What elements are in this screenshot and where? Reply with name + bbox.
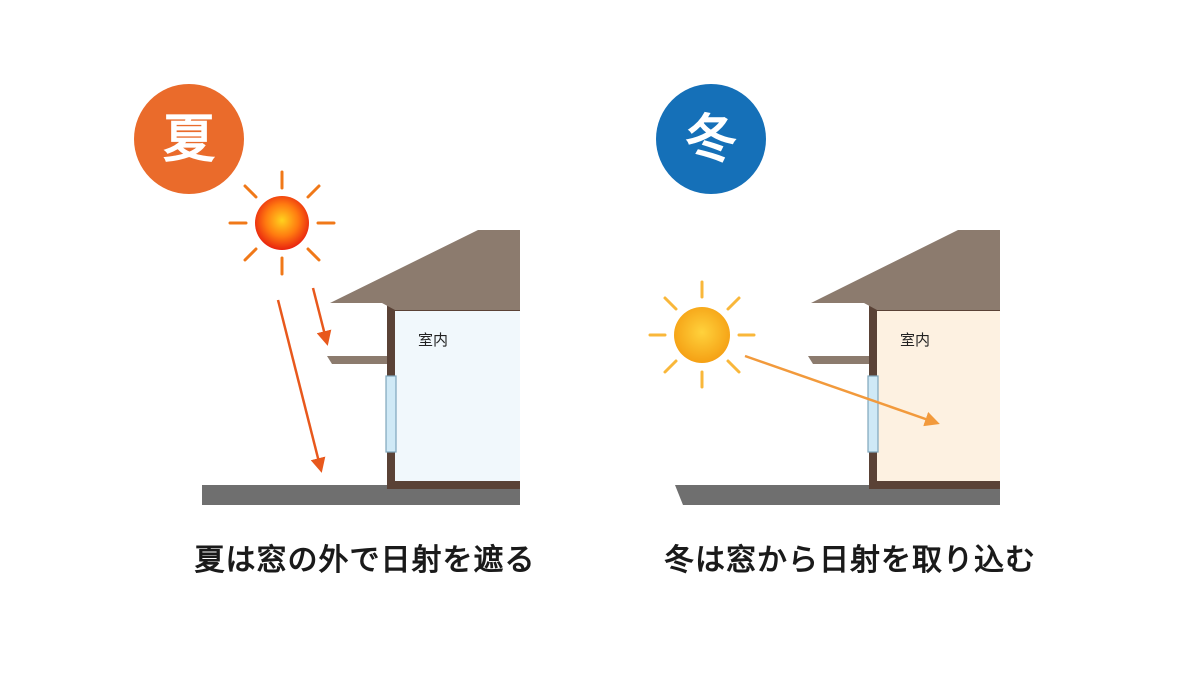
summer-roof <box>330 230 520 310</box>
winter-window <box>867 375 879 453</box>
summer-eave <box>327 356 387 364</box>
summer-arrow-to-ground <box>276 299 326 473</box>
winter-panel: 冬 室内 <box>648 84 1000 505</box>
summer-ground <box>202 485 520 505</box>
winter-house: 室内 <box>808 230 1000 489</box>
summer-house: 室内 <box>327 230 520 489</box>
summer-sun-icon <box>228 170 336 276</box>
winter-badge: 冬 <box>656 84 766 194</box>
winter-badge-label: 冬 <box>685 110 737 170</box>
summer-badge-label: 夏 <box>163 110 216 170</box>
winter-sun-disc <box>674 307 730 363</box>
winter-eave <box>808 356 869 364</box>
winter-arrow-into-room <box>744 354 940 427</box>
winter-room-label: 室内 <box>900 331 930 349</box>
winter-sun-rays <box>648 280 756 389</box>
winter-roof <box>811 230 1000 310</box>
summer-window <box>385 375 397 453</box>
summer-sun-rays <box>228 170 336 276</box>
winter-room <box>876 310 1000 485</box>
winter-badge-circle <box>656 84 766 194</box>
summer-room <box>393 310 520 485</box>
summer-floor <box>387 481 520 489</box>
summer-room-label: 室内 <box>418 331 448 349</box>
winter-sun-icon <box>648 280 756 389</box>
summer-sunlight-arrows <box>276 287 332 473</box>
summer-arrow-to-eave <box>311 287 332 346</box>
winter-ground <box>675 485 1000 505</box>
summer-panel: 夏 室内 <box>134 84 520 505</box>
summer-caption: 夏は窓の外で日射を遮る <box>194 543 536 578</box>
summer-sun-disc <box>255 196 309 250</box>
summer-badge-circle <box>134 84 244 194</box>
winter-sunlight-arrows <box>744 354 940 427</box>
winter-floor <box>869 481 1000 489</box>
winter-caption: 冬は窓から日射を取り込む <box>664 543 1036 578</box>
summer-badge: 夏 <box>134 84 244 194</box>
